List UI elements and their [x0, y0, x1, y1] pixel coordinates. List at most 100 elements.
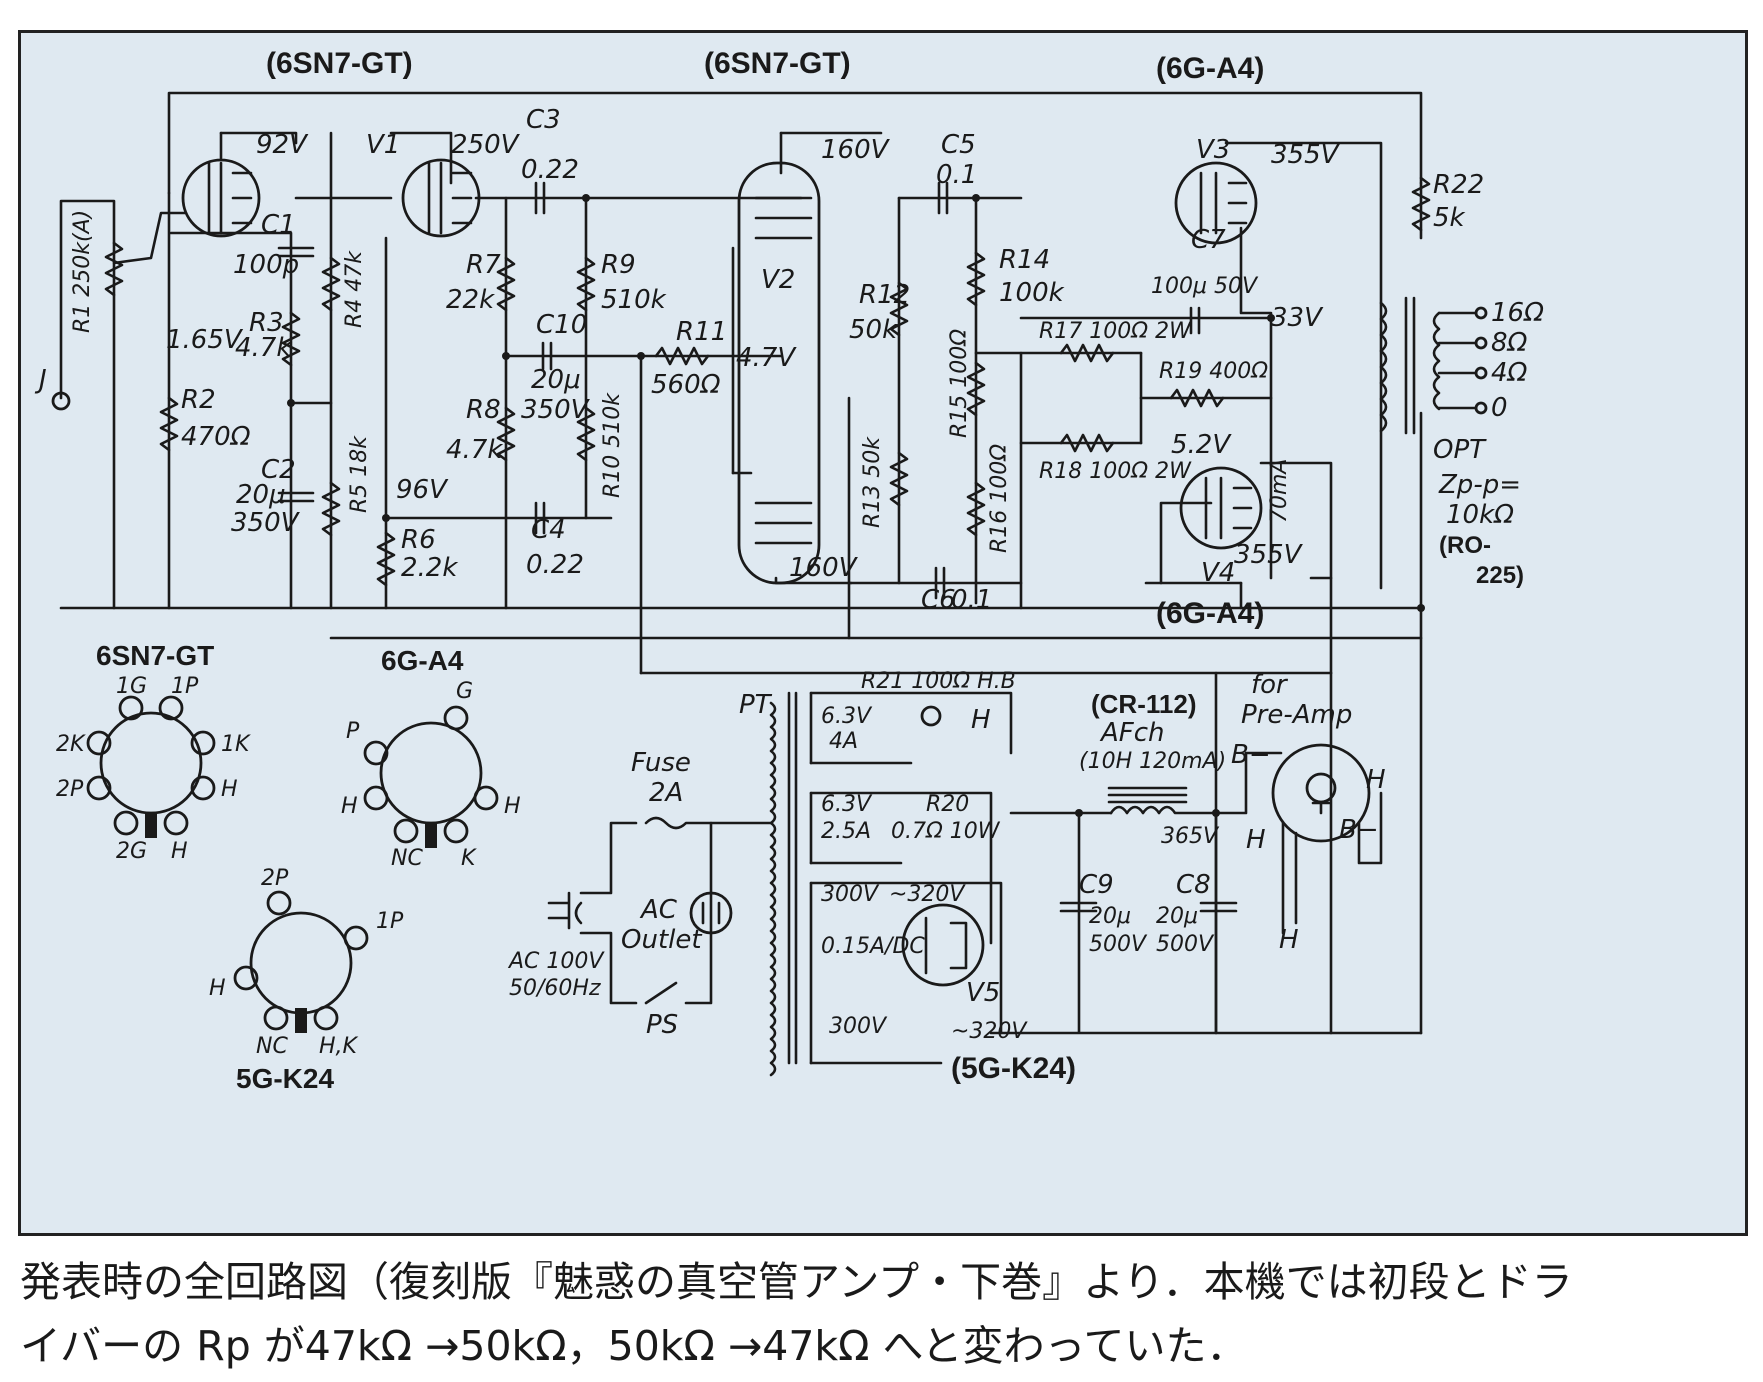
pin-5gk24-h: H: [209, 976, 226, 1001]
preamp-socket: [1271, 743, 1383, 935]
r9-value: 510k: [601, 285, 667, 315]
c10-label: C10: [536, 310, 587, 340]
c2-value2: 350V: [231, 508, 301, 538]
v1b-cathode-voltage: 96V: [396, 475, 449, 505]
r17-label: R17 100Ω 2W: [1039, 319, 1192, 344]
preamp-label1: for: [1251, 670, 1289, 700]
r6-label: R6: [401, 525, 436, 555]
ac-input-voltage: AC 100V: [507, 949, 605, 974]
pt-label: PT: [739, 690, 773, 720]
opt-type-a: (RO-: [1439, 532, 1491, 559]
choke-type-header: (CR-112): [1091, 689, 1196, 719]
hum-balance-icon[interactable]: [920, 705, 942, 727]
r3-label: R3: [249, 308, 284, 338]
v3-plate-voltage: 355V: [1271, 140, 1341, 170]
preamp-b-minus1: B−: [1231, 740, 1271, 770]
r18-label: R18 100Ω 2W: [1039, 459, 1192, 484]
preamp-label2: Pre-Amp: [1241, 700, 1352, 730]
c3-value: 0.22: [521, 155, 579, 185]
output-tap-0: 0: [1491, 393, 1508, 423]
c4-label: C4: [531, 515, 566, 545]
r14-value: 100k: [999, 278, 1065, 308]
v4-tube: [1179, 466, 1263, 550]
c6-value: 0.1: [951, 585, 992, 615]
v2-cathode-voltage: 4.7V: [736, 343, 797, 373]
r4-label: R4 47k: [342, 250, 367, 328]
c4-value: 0.22: [526, 550, 584, 580]
r7-label: R7: [466, 250, 501, 280]
c3-label: C3: [526, 105, 561, 135]
output-tap-4: 4Ω: [1491, 358, 1528, 388]
b-plus-voltage: 365V: [1161, 824, 1220, 849]
current-label: 70mA: [1267, 459, 1292, 523]
pin-6ga4-g: G: [456, 679, 473, 704]
amplifier-schematic: (6SN7-GT) (6SN7-GT) (6G-A4): [34, 47, 1544, 1094]
c1-value: 100p: [233, 250, 299, 280]
pinout-5gk24: [233, 890, 369, 1033]
opt-impedance-label: Zp-p=: [1438, 470, 1521, 500]
r22-value: 5k: [1433, 203, 1466, 233]
r12-value: 50k: [849, 315, 898, 345]
preamp-h3: H: [1279, 925, 1299, 955]
r16-label: R16 100Ω: [987, 444, 1012, 553]
pin-6sn7-2k: 2K: [56, 732, 86, 757]
c9-label: C9: [1079, 870, 1114, 900]
c9-value1: 20μ: [1089, 904, 1131, 929]
r2-label: R2: [181, 385, 216, 415]
filter-choke: [989, 751, 1423, 1035]
pinout-6ga4: [363, 705, 499, 848]
ac-input-frequency: 50/60Hz: [509, 976, 601, 1001]
c8-label: C8: [1176, 870, 1211, 900]
pin-6ga4-nc: NC: [391, 846, 423, 871]
pin-5gk24-1p: 1P: [376, 909, 404, 934]
r10-label: R10 510k: [600, 392, 625, 498]
r19-label: R19 400Ω: [1159, 359, 1268, 384]
capacitors: [277, 181, 1238, 913]
c5-value: 0.1: [936, 160, 977, 190]
pin-6sn7-2g: 2G: [116, 839, 147, 864]
r20-label: R20: [926, 792, 969, 817]
v1b-plate-voltage: 250V: [451, 130, 521, 160]
ac-input: [547, 816, 773, 1005]
pin-6ga4-p: P: [346, 719, 360, 744]
pin-6ga4-h: H: [341, 794, 358, 819]
v5-rectifier-tube: [901, 903, 985, 987]
c9-value2: 500V: [1089, 932, 1148, 957]
r2-value: 470Ω: [181, 422, 251, 452]
c7-value: 100μ 50V: [1151, 274, 1259, 299]
c8-value2: 500V: [1156, 932, 1215, 957]
v1-label: V1: [366, 130, 400, 160]
v1-cathode-voltage: 1.65V: [166, 325, 244, 355]
r21-label: R21 100Ω H.B: [861, 669, 1016, 694]
hv-winding-current: 0.15A/DC: [821, 934, 925, 959]
ac-outlet-label1: AC: [639, 895, 678, 925]
figure-caption: 発表時の全回路図（復刻版『魅惑の真空管アンプ・下巻』より．本機では初段とドラ イ…: [20, 1250, 1740, 1378]
output-tap-16: 16Ω: [1491, 298, 1544, 328]
r6-value: 2.2k: [401, 553, 458, 583]
pinout-6sn7: [86, 695, 216, 838]
c2-label: C2: [261, 455, 296, 485]
r3-value: 4.7k: [235, 333, 292, 363]
heater1-voltage: 6.3V: [821, 704, 873, 729]
preamp-h2: H: [1246, 825, 1266, 855]
c10-value1: 20μ: [531, 365, 581, 395]
r14-label: R14: [999, 245, 1050, 275]
ac-outlet-label2: Outlet: [621, 925, 702, 955]
resistors: [104, 176, 1431, 587]
heater2-voltage: 6.3V: [821, 792, 873, 817]
v2-label: V2: [761, 265, 795, 295]
pin-6ga4-h2: H: [504, 794, 521, 819]
choke-spec: (10H 120mA): [1079, 749, 1226, 774]
power-switch-label: PS: [646, 1010, 678, 1040]
v2-type-header: (6SN7-GT): [704, 47, 851, 80]
output-transformer: [1379, 296, 1488, 435]
pinout-5gk24-name: 5G-K24: [236, 1063, 334, 1094]
hv-winding-c: 300V: [829, 1014, 888, 1039]
r11-label: R11: [676, 317, 727, 347]
pin-6sn7-1p: 1P: [171, 674, 199, 699]
junction-dots: [287, 194, 1425, 817]
input-jack-icon: [51, 391, 71, 411]
opt-label: OPT: [1433, 435, 1487, 465]
pinout-6ga4-name: 6G-A4: [381, 645, 464, 676]
heater1-h-mark: H: [971, 705, 991, 735]
